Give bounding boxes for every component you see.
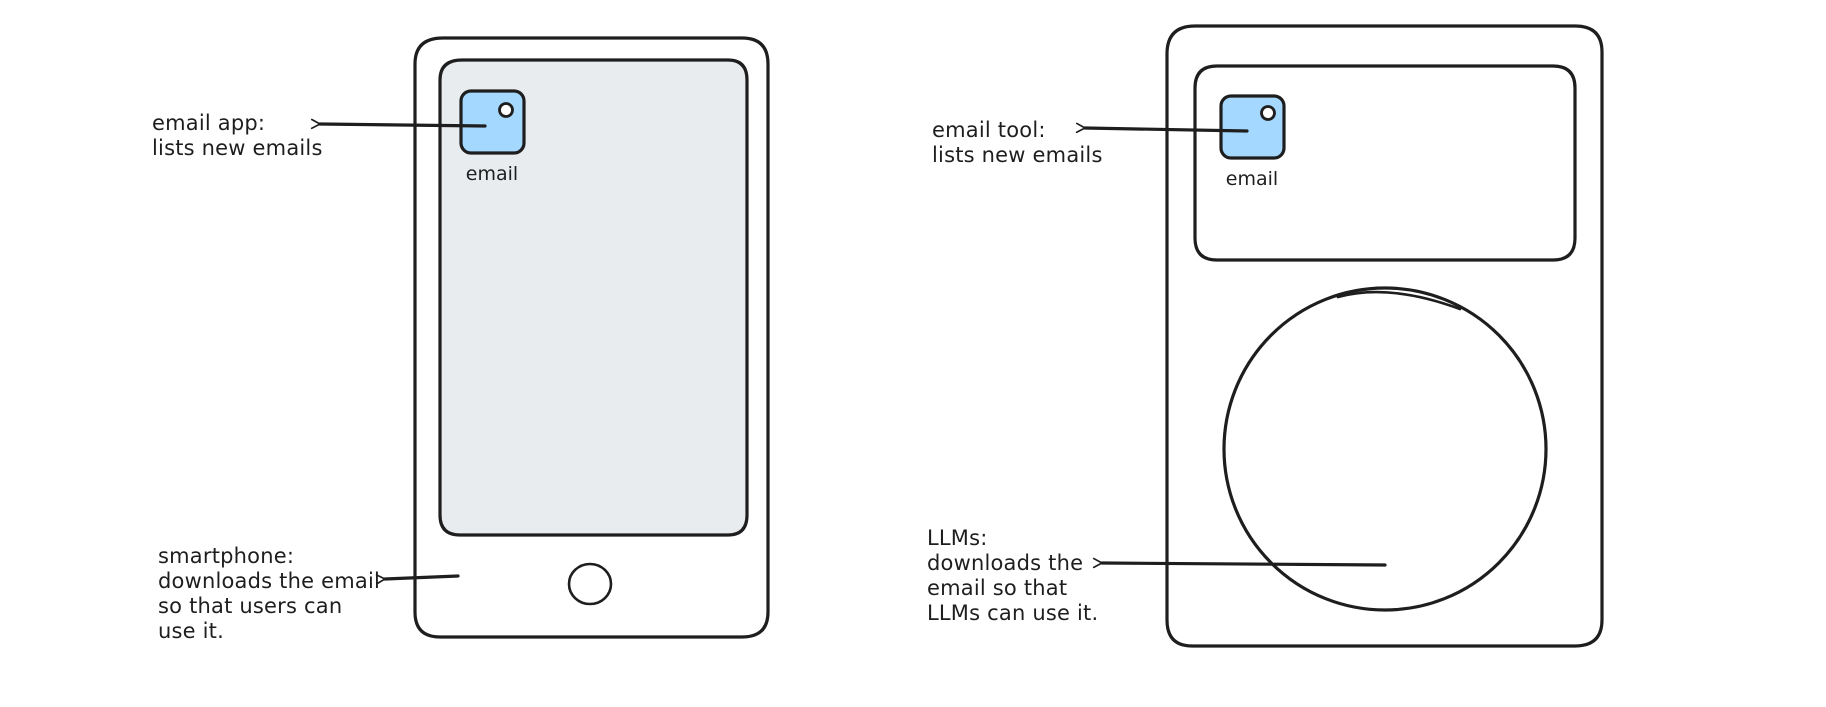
smartphone-body bbox=[413, 36, 770, 639]
llm-wheel-overstroke bbox=[1336, 290, 1462, 311]
llm-annotation-line-1: LLMs: bbox=[927, 526, 988, 550]
email-app-icon-tile bbox=[459, 89, 526, 155]
email-tool-arrow bbox=[1075, 122, 1249, 134]
email-tool-annotation-line-1: email tool: bbox=[932, 118, 1046, 142]
llm-annotation: LLMs: downloads the email so that LLMs c… bbox=[927, 526, 1098, 625]
email-tool-annotation: email tool: lists new emails bbox=[932, 118, 1103, 167]
email-app-annotation-line-1: email app: bbox=[152, 111, 265, 135]
email-tool-icon-tile bbox=[1219, 94, 1286, 160]
smartphone-annotation-line-4: use it. bbox=[158, 619, 224, 643]
email-app-annotation-line-2: lists new emails bbox=[152, 136, 323, 160]
llm-arrow bbox=[1092, 557, 1387, 569]
email-app-icon-dot bbox=[498, 102, 514, 118]
email-app-icon[interactable] bbox=[459, 89, 526, 155]
smartphone-annotation-line-1: smartphone: bbox=[158, 544, 294, 568]
smartphone-screen bbox=[438, 58, 749, 537]
smartphone-annotation-line-3: so that users can bbox=[158, 594, 342, 618]
llm-wheel bbox=[1222, 286, 1548, 612]
smartphone-arrow bbox=[375, 574, 460, 585]
smartphone-annotation: smartphone: downloads the email so that … bbox=[158, 544, 387, 643]
llm-annotation-line-2: downloads the bbox=[927, 551, 1083, 575]
email-app-arrow bbox=[310, 118, 487, 130]
email-tool-icon[interactable] bbox=[1219, 94, 1286, 160]
smartphone-annotation-line-2: downloads the email bbox=[158, 569, 380, 593]
email-tool-caption: email bbox=[1226, 168, 1278, 190]
email-app-annotation: email app: lists new emails bbox=[152, 111, 323, 160]
llm-annotation-line-4: LLMs can use it. bbox=[927, 601, 1098, 625]
email-tool-annotation-line-2: lists new emails bbox=[932, 143, 1103, 167]
llm-annotation-line-3: email so that bbox=[927, 576, 1067, 600]
email-app-caption: email bbox=[466, 163, 518, 185]
llm-host-panel bbox=[1193, 64, 1577, 262]
email-tool-icon-dot bbox=[1260, 105, 1276, 121]
llm-host-device bbox=[1165, 24, 1604, 648]
smartphone-device bbox=[413, 36, 770, 639]
home-button[interactable] bbox=[567, 562, 613, 606]
llm-host-body bbox=[1165, 24, 1604, 648]
